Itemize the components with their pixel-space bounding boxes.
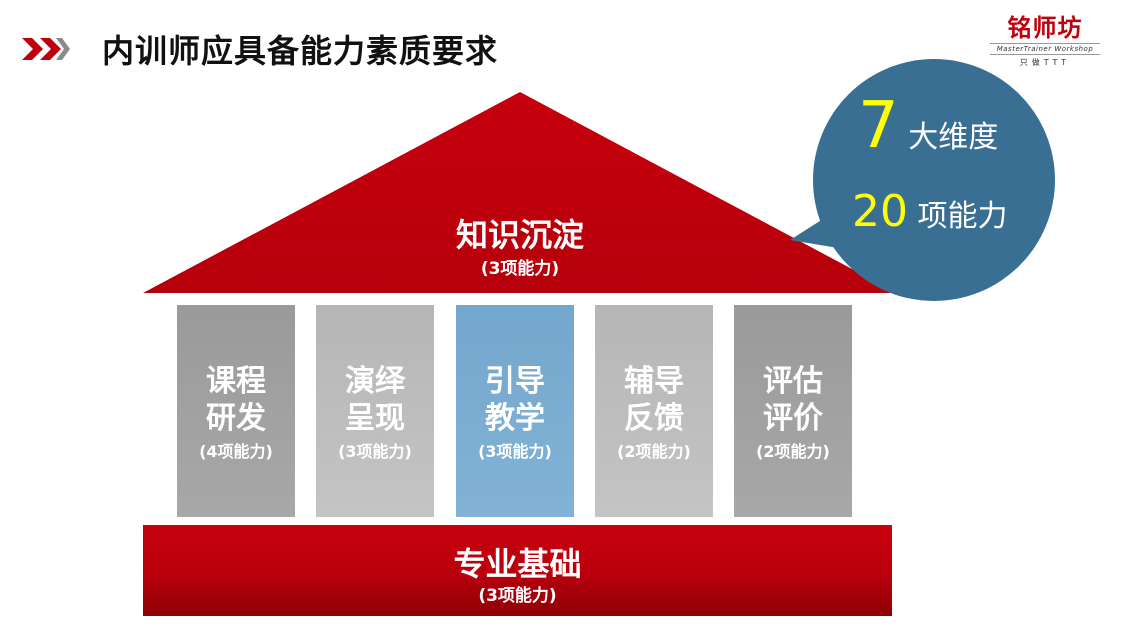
roof-title: 知识沉淀 [455,216,584,254]
pillar-label-line1: 引导 [485,364,545,399]
base-subtitle: (3项能力) [478,586,557,606]
pillar-guided-teaching: 引导 教学 (3项能力) [456,305,574,517]
pillar-label-line1: 演绎 [345,364,405,399]
logo-name: 铭师坊 [1007,13,1083,42]
page-title: 内训师应具备能力素质要求 [102,32,499,70]
pillar-assessment: 评估 评价 (2项能力) [734,305,852,517]
callout-number-dimensions: 7 [858,89,899,163]
chevron-right-icon [22,38,70,60]
pillar-label-line1: 辅导 [624,364,684,399]
foundation-base: 专业基础 (3项能力) [143,525,892,616]
pillar-coaching-feedback: 辅导 反馈 (2项能力) [595,305,713,517]
brand-logo: 铭师坊 MasterTrainer Workshop 只做TTT [990,14,1100,68]
pillar-label-line1: 评估 [763,364,823,399]
pillar-subtitle: (3项能力) [478,442,552,461]
pillar-label-line2: 反馈 [624,401,684,436]
pillar-presentation: 演绎 呈现 (3项能力) [316,305,434,517]
pillar-label-line2: 评价 [763,401,823,436]
base-title: 专业基础 [453,545,582,583]
callout-text-dimensions: 大维度 [908,120,999,155]
callout-number-abilities: 20 [852,186,908,237]
logo-tagline-en: MasterTrainer Workshop [990,43,1100,55]
pillar-course-development: 课程 研发 (4项能力) [177,305,295,517]
logo-tagline-cn: 只做TTT [1019,58,1071,67]
pillar-subtitle: (3项能力) [338,442,412,461]
callout-line-abilities: 20 项能力 [852,190,1008,235]
pillar-label-line1: 课程 [206,364,266,399]
pillar-subtitle: (2项能力) [617,442,691,461]
callout-text-abilities: 项能力 [917,199,1008,234]
roof-subtitle: (3项能力) [480,259,560,279]
callout-line-dimensions: 7 大维度 [858,94,998,158]
roof-triangle [143,92,897,293]
pillar-subtitle: (4项能力) [199,442,273,461]
pillar-label-line2: 教学 [485,401,545,436]
pillar-subtitle: (2项能力) [756,442,830,461]
pillar-label-line2: 呈现 [345,401,405,436]
callout-bubble [813,59,1055,301]
pillar-label-line2: 研发 [206,401,266,436]
